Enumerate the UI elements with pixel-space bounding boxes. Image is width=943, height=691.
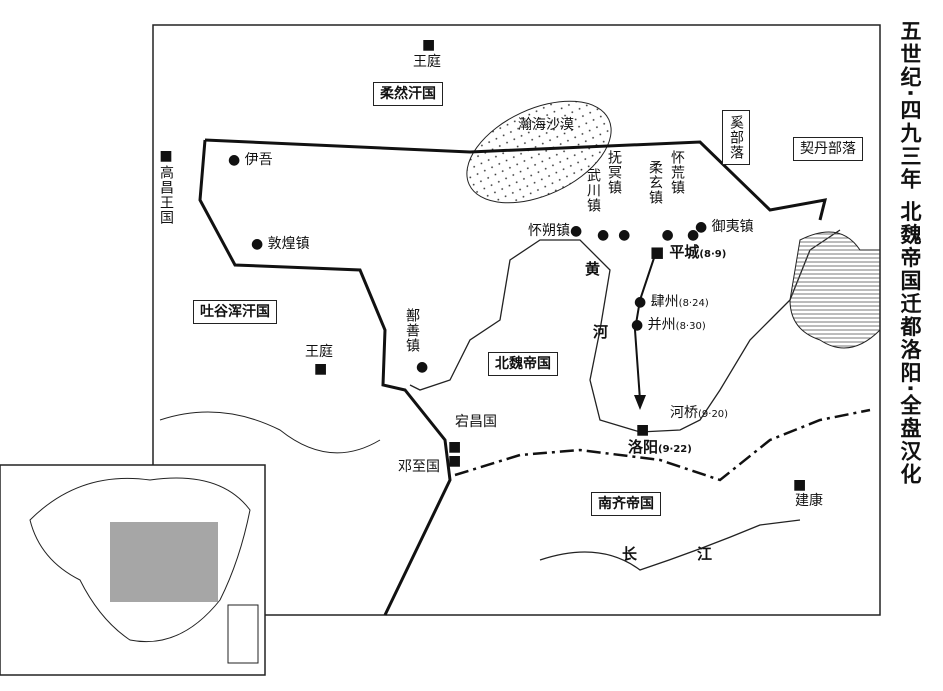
map-title: 五世纪·四九三年 北魏帝国迁都洛阳·全盘汉化	[898, 20, 922, 487]
beiwei-label: 北魏帝国	[488, 352, 558, 376]
rouran-court-label: 王庭	[413, 54, 441, 70]
court-marker: ■	[422, 37, 436, 53]
dunhuang-label: ● 敦煌镇	[251, 236, 310, 252]
nanqi-label: 南齐帝国	[591, 492, 661, 516]
fuming-label: 抚冥镇	[606, 150, 622, 195]
sizhou-label: ● 肆州(8·24)	[634, 294, 709, 310]
yuyi-label: ● 御夷镇	[695, 219, 754, 235]
rouxuan-label: 柔玄镇	[647, 160, 663, 205]
jiang-label: 江	[697, 545, 713, 563]
huaishuo-label: 怀朔镇●	[528, 223, 583, 239]
yiwu-label: ● 伊吾	[228, 152, 273, 168]
luoyang-marker: ■	[636, 422, 650, 438]
jiankang-label: 建康	[795, 493, 823, 509]
desert-label: 瀚海沙漠	[518, 117, 574, 133]
bohai-sea	[789, 231, 881, 349]
town-dots: ● ● ● ●	[597, 227, 700, 243]
dengzhi-label: 邓至国	[398, 459, 440, 475]
yellow-river	[409, 229, 841, 433]
shanshan-label: 鄯善镇	[404, 308, 420, 353]
huaihuang-label: 怀荒镇	[669, 150, 685, 195]
nanqi-border	[454, 408, 871, 482]
tuyuhun-court-marker: ■	[314, 361, 328, 377]
chang-label: 长	[622, 545, 638, 563]
khitan-label: 契丹部落	[793, 137, 863, 161]
inset-highlight	[110, 522, 218, 602]
tuyuhun-label: 吐谷浑汗国	[193, 300, 277, 324]
bingzhou-label: ● 并州(8·30)	[631, 317, 706, 333]
inset-south-sea-box	[227, 604, 259, 664]
heqiao-label: 河桥(9·20)	[670, 405, 729, 421]
shanshan-dot: ●	[416, 359, 429, 375]
wuchuan-label: 武川镇	[585, 168, 601, 213]
rouran-label: 柔然汗国	[373, 82, 443, 106]
jiankang-marker: ■	[793, 477, 807, 493]
route-arrow	[634, 395, 646, 410]
tuyuhun-court-label: 王庭	[305, 344, 333, 360]
he-label: 河	[593, 323, 609, 341]
luoyang-label: 洛阳(9·22)	[628, 438, 692, 456]
gaochang-label: ■高昌王国	[158, 148, 174, 225]
beiwei-border	[204, 138, 828, 221]
xi-label: 奚部落	[722, 110, 750, 165]
huang-label: 黄	[585, 260, 601, 278]
state-markers: ■■	[448, 439, 462, 469]
relocation-route	[633, 254, 656, 401]
river-west	[159, 411, 381, 454]
desert-area	[466, 100, 612, 204]
pingcheng-label: ■ 平城(8·9)	[650, 243, 727, 261]
beiwei-west-border	[198, 139, 452, 616]
dangchang-label: 宕昌国	[455, 414, 497, 430]
yangtze-river	[539, 519, 801, 571]
